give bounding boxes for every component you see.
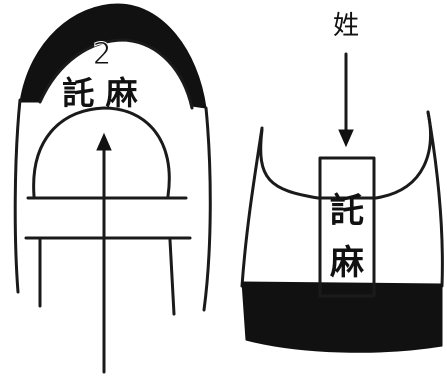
left-shoe-lower [38, 238, 176, 316]
left-shoe-name-text: 託 麻 [62, 74, 138, 112]
surname-label: 姓 [333, 11, 359, 41]
right-shoe-name-tab [318, 156, 376, 298]
left-arrow [96, 132, 112, 374]
surname-arrow-head [338, 129, 354, 148]
right-shoe-sole [241, 281, 443, 353]
left-shoe-opening [32, 106, 171, 198]
left-shoe-outline [13, 98, 212, 312]
right-shoe-name-top: 託 [330, 191, 364, 231]
right-shoe: 託 麻 [240, 110, 444, 353]
grade-number: 2 [92, 37, 111, 72]
surname-annotation: 姓 [333, 11, 359, 148]
right-shoe-name-bottom: 麻 [330, 243, 364, 283]
left-shoe: 2 託 麻 [13, 3, 212, 316]
right-shoe-sides [240, 110, 444, 288]
left-shoe-toe-band [38, 38, 194, 110]
left-arrow-head [96, 132, 112, 151]
left-shoe-strap [24, 196, 192, 240]
right-shoe-collar [259, 110, 432, 200]
